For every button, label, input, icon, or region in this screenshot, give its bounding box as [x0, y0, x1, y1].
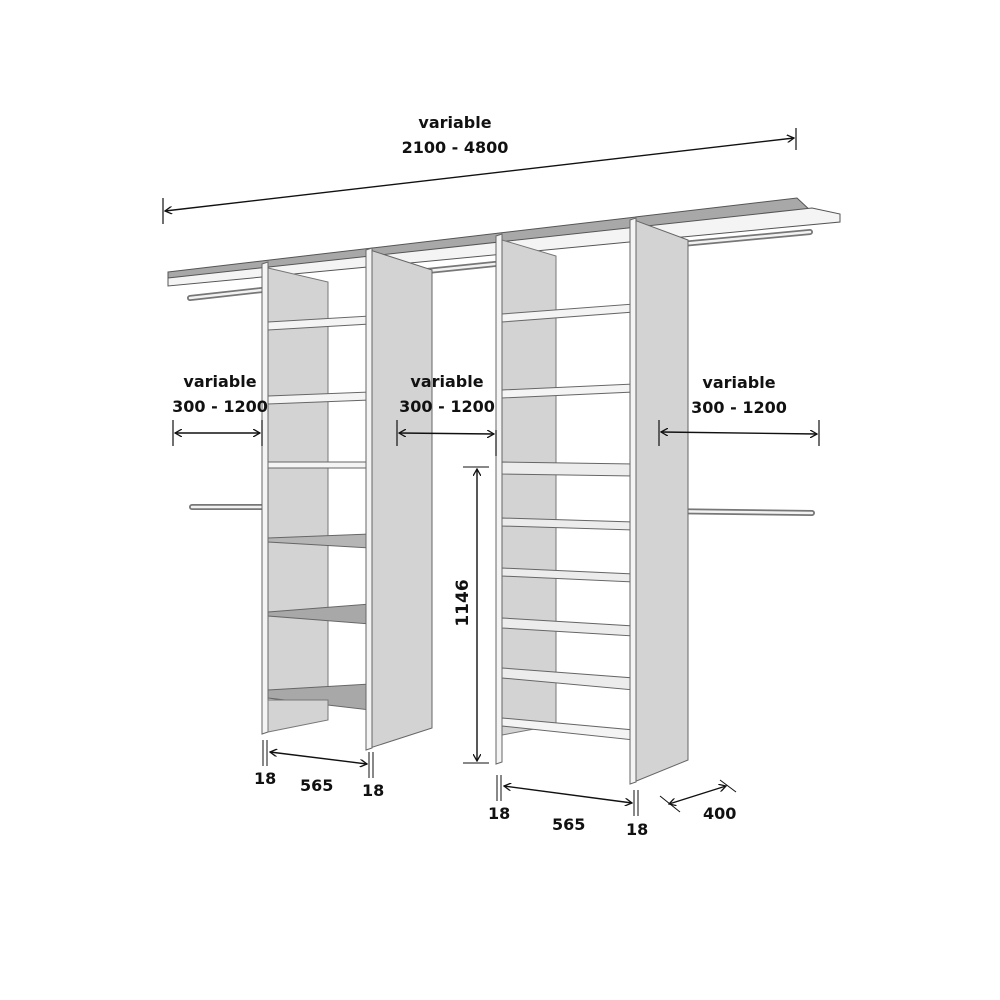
tower-right: [495, 217, 689, 785]
left-hanging-variable: variable: [183, 372, 257, 391]
total-width-range: 2100 - 4800: [401, 138, 509, 157]
total-width-variable: variable: [418, 113, 492, 132]
right-tower-panel-left: 18: [488, 804, 511, 823]
left-tower-panel-right: 18: [362, 781, 385, 800]
middle-hanging-range: 300 - 1200: [399, 397, 495, 416]
left-hanging-label: variable 300 - 1200: [165, 369, 275, 419]
depth-label: 400: [703, 804, 737, 823]
right-hanging-variable: variable: [702, 373, 776, 392]
shoe-rack-height-label: 1146: [453, 579, 473, 627]
middle-hanging-label: variable 300 - 1200: [392, 369, 502, 419]
right-tower-inner-width: 565: [552, 815, 586, 834]
dimension-lines: [162, 128, 820, 816]
hanging-rods: [187, 229, 815, 516]
left-tower-inner-width: 565: [300, 776, 334, 795]
left-tower-panel-left: 18: [254, 769, 277, 788]
tower-left: [261, 247, 433, 751]
right-tower-panel-right: 18: [626, 820, 649, 839]
middle-hanging-variable: variable: [410, 372, 484, 391]
total-width-label: variable 2100 - 4800: [380, 110, 530, 160]
right-hanging-range: 300 - 1200: [691, 398, 787, 417]
left-hanging-range: 300 - 1200: [172, 397, 268, 416]
right-hanging-label: variable 300 - 1200: [684, 370, 794, 420]
